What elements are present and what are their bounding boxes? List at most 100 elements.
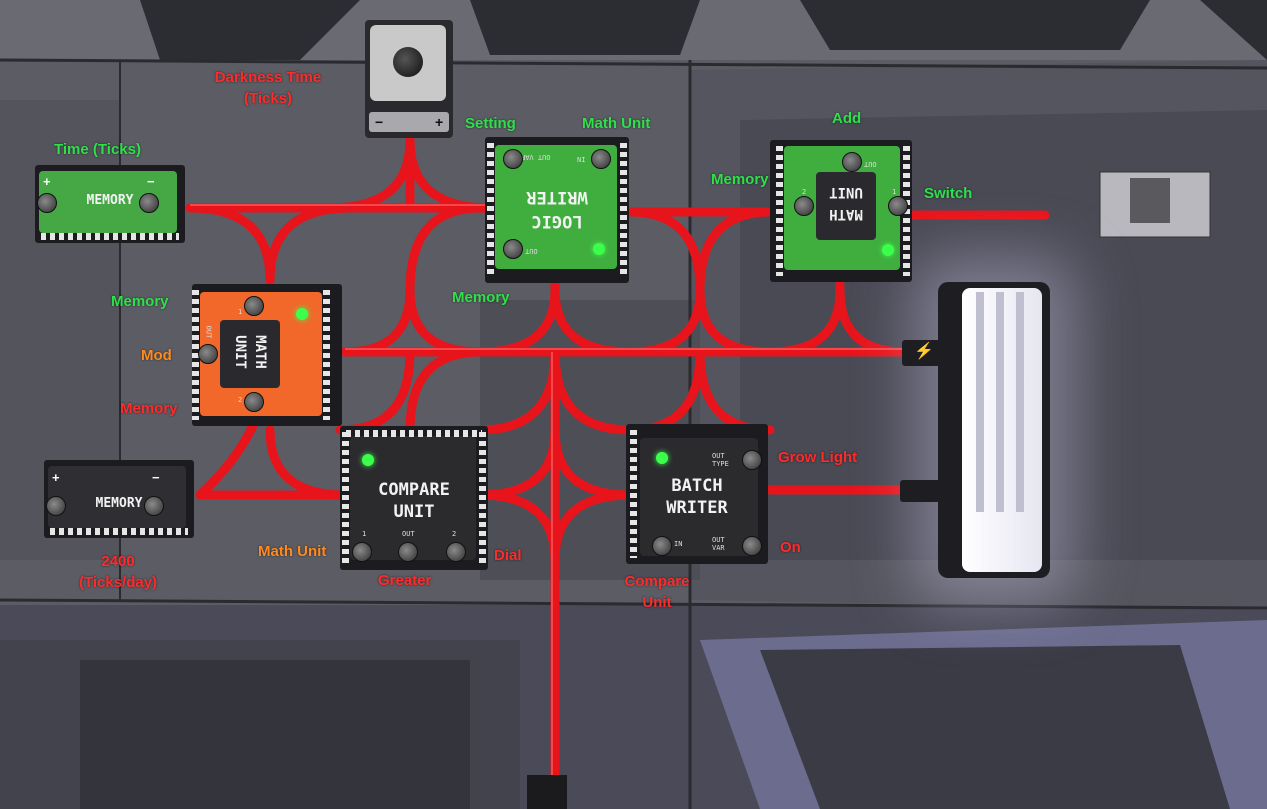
label-math-unit-bottom: Math Unit [258,543,327,560]
chip-pins [192,290,199,420]
logic-writer-line1: LOGIC [531,211,583,231]
screw [742,536,762,556]
memory-chip-bottom[interactable]: + − MEMORY [44,460,194,538]
label-memory-green-mid: Memory [452,289,510,306]
math-unit-line2: UNIT [232,335,248,369]
label-compare-unit-line1: Compare [624,573,690,590]
pin-label-out-type: OUT TYPE [712,452,729,468]
label-ticks-per-day-value: 2400 [101,553,135,570]
logic-writer-chip[interactable]: WRITER LOGIC OUT VAR IN OUT [485,137,629,283]
pin-label-out-var: OUT VAR [521,153,551,161]
label-math-unit-top: Math Unit [582,115,651,132]
label-time-ticks: Time (Ticks) [54,141,141,158]
data-connector-light[interactable] [900,480,940,502]
math-unit-mod-chip[interactable]: MATH UNIT OUT 1 2 [192,284,342,426]
label-ticks-per-day: 2400 (Ticks/day) [68,551,168,593]
screw [503,239,523,259]
label-compare-unit-line2: Unit [642,594,672,611]
screw [446,542,466,562]
screw [742,450,762,470]
pin-label-out: OUT [864,160,877,168]
dial-knob[interactable] [393,47,423,77]
chip-pins [323,290,330,420]
screw [591,149,611,169]
status-led [296,308,308,320]
label-memory-green-left: Memory [111,293,169,310]
label-greater: Greater [378,572,432,589]
label-darkness-time-line1: Darkness Time [214,69,322,86]
compare-unit-line1: COMPARE [378,480,450,500]
memory-chip-top[interactable]: + − MEMORY [35,165,185,243]
label-compare-unit: Compare Unit [618,571,696,613]
pin-label-out: OUT [402,530,415,538]
batch-writer-line1: BATCH [671,476,723,496]
screw [842,152,862,172]
label-setting: Setting [465,115,516,132]
chip-pins [342,432,349,564]
memory-plus: + [43,174,51,189]
chip-pins [479,432,486,564]
screw [139,193,159,213]
power-connector[interactable]: ⚡ [902,340,940,366]
label-add: Add [832,110,862,127]
screw [352,542,372,562]
chip-pins [630,430,637,558]
chip-pins [487,143,494,277]
pin-label-2: 2 [238,396,243,404]
label-dial: Dial [494,547,522,564]
label-darkness-time-line2: (Ticks) [243,90,293,107]
dial-plus[interactable]: + [435,114,444,130]
memory-title: MEMORY [95,496,143,511]
chip-pins [346,430,482,437]
screw [144,496,164,516]
chip-pins [776,146,783,276]
screw [244,392,264,412]
screw [652,536,672,556]
grow-light[interactable] [938,282,1050,578]
pin-label-out: OUT [525,247,538,255]
compare-unit-line2: UNIT [393,502,435,522]
label-ticks-per-day-unit: (Ticks/day) [78,574,158,591]
pin-label-out: OUT [204,325,213,339]
memory-pins [50,528,188,535]
math-unit-screen [816,172,876,240]
grow-light-tube [996,292,1004,512]
memory-plus: + [52,470,60,485]
label-grow-light: Grow Light [778,449,858,466]
dial-minus[interactable]: − [375,114,384,130]
math-unit-screen [220,320,280,388]
pin-label-2: 2 [452,530,457,538]
label-darkness-time: Darkness Time (Ticks) [198,67,338,109]
label-memory-green-right: Memory [711,171,769,188]
memory-title: MEMORY [86,193,134,208]
pin-label-in: IN [674,540,683,548]
pin-label-2: 2 [802,188,807,196]
dial[interactable]: − + [365,20,453,138]
label-switch: Switch [924,185,973,202]
screw [398,542,418,562]
pin-label-1: 1 [238,308,243,316]
status-led [656,452,668,464]
screw [37,193,57,213]
math-unit-line2: UNIT [829,184,863,200]
memory-pins [41,233,179,240]
memory-minus: − [152,470,160,485]
status-led [882,244,894,256]
pin-label-1: 1 [362,530,367,538]
memory-chip-body [48,466,186,528]
pin-label-1: 1 [892,188,897,196]
grow-light-tube [1016,292,1024,512]
screw [794,196,814,216]
chip-pins [620,143,627,277]
math-unit-line1: MATH [252,335,268,369]
status-led [593,243,605,255]
label-memory-red: Memory [120,400,178,417]
screw [888,196,908,216]
status-led [362,454,374,466]
compare-unit-chip[interactable]: COMPARE UNIT 1 OUT 2 [340,426,488,570]
screw [46,496,66,516]
screw [244,296,264,316]
math-unit-add-chip[interactable]: UNIT MATH OUT 1 2 [770,140,912,282]
batch-writer-chip[interactable]: BATCH WRITER OUT TYPE IN OUT VAR [626,424,768,564]
